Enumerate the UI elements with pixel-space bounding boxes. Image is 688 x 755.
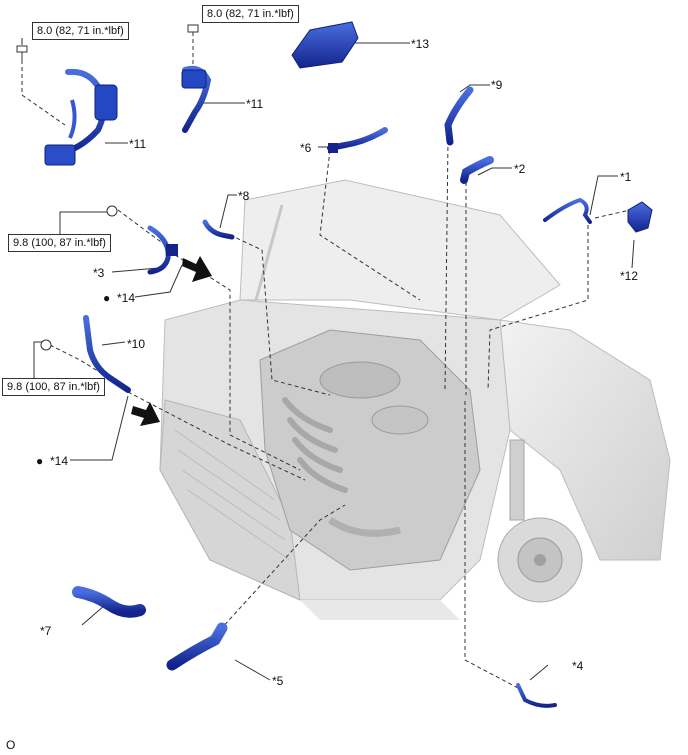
callout-label: *8 [238,189,250,203]
hose-part-4 [516,683,557,708]
callout-label: *14 [50,454,69,468]
direction-arrow-icon [182,256,212,282]
bullet-mark: ● [103,291,111,305]
torque-spec-label: 9.8 (100, 87 in.*lbf) [8,234,111,252]
callout-label: *11 [246,97,264,111]
direction-arrow-icon [131,402,160,426]
hose-part-6 [327,127,388,153]
callout-label: *7 [40,624,52,638]
callout-label: *4 [572,659,584,673]
cover-part-13 [291,21,359,69]
bolts [16,24,199,351]
callout-label: *2 [514,162,526,176]
hose-part-7 [72,586,146,618]
engine-wire-harness-right [181,65,212,133]
callout-label: *1 [620,170,632,184]
dashed-leader-lines [21,32,631,689]
bracket-part-12 [627,201,653,233]
callout-label: *12 [620,269,639,283]
callout-label: *3 [93,266,105,280]
hose-part-9 [444,86,474,146]
callout-label: *10 [127,337,146,351]
hose-part-5 [166,622,228,671]
callout-label: *5 [272,674,284,688]
callout-label: *11 [129,137,147,151]
hose-part-10 [83,315,131,393]
bolt-icon [187,24,199,33]
bullet-mark: ● [36,454,44,468]
callout-label: *9 [491,78,503,92]
callout-label: *14 [117,291,136,305]
bolt-icon [40,339,52,351]
hose-part-2 [460,156,494,184]
engine-wire-harness-left [44,68,118,166]
hose-part-3 [147,225,178,275]
callout-label: *6 [300,141,312,155]
bolt-icon [106,205,118,217]
torque-spec-label: 9.8 (100, 87 in.*lbf) [2,378,105,396]
figure-code: O [6,738,16,752]
bolt-icon [16,45,28,62]
arrows [131,256,212,426]
torque-spec-label: 8.0 (82, 71 in.*lbf) [32,22,129,40]
hose-part-8 [202,219,235,240]
solid-leader-lines [21,25,635,681]
torque-spec-label: 8.0 (82, 71 in.*lbf) [202,5,299,23]
hose-part-1 [543,197,592,224]
vehicle-engine-bay [159,179,671,620]
callout-label: *13 [411,37,430,51]
